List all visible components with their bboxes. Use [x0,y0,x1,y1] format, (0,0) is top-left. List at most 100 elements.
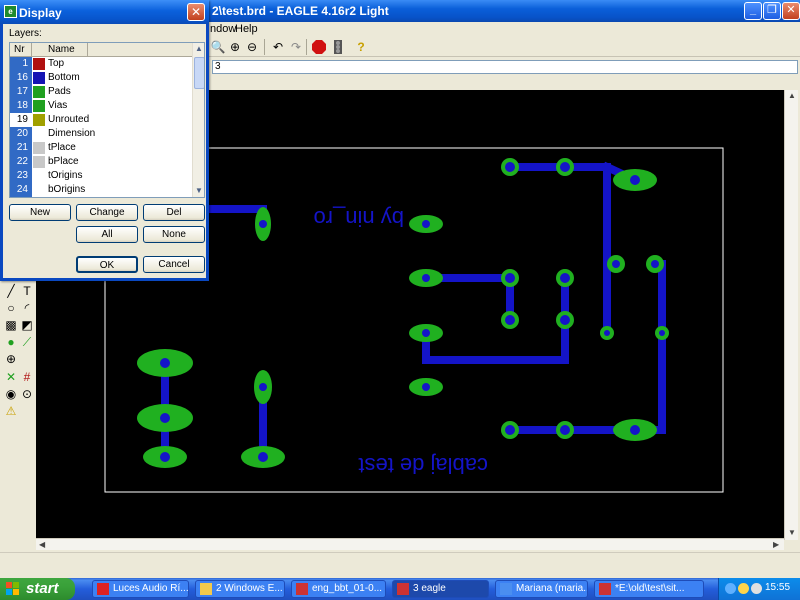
menu-window[interactable]: ndow [210,23,237,35]
taskbar-item[interactable]: Luces Audio Rí... [92,580,189,598]
scroll-down-icon[interactable]: ▼ [788,528,796,537]
layer-color-swatch [33,114,45,126]
board-text-bottom: cablaj de test [358,453,488,478]
layer-row[interactable]: 22 bPlace [10,155,192,169]
layer-number: 20 [10,127,32,141]
scroll-thumb[interactable] [194,57,204,89]
polygon-icon[interactable]: ◩ [21,318,33,332]
taskbar-item[interactable]: Mariana (maria... [495,580,588,598]
command-input[interactable]: 3 [212,60,798,74]
layer-number: 22 [10,155,32,169]
menu-help[interactable]: Help [235,23,258,35]
change-button[interactable]: Change [76,204,138,221]
network-icon[interactable] [725,583,736,594]
scroll-left-icon[interactable]: ◀ [39,540,46,549]
column-nr[interactable]: Nr [10,43,32,57]
layer-name: Pads [48,86,71,97]
signal-icon[interactable]: ⟋ [22,334,32,349]
layer-name: bPlace [48,156,79,167]
menubar: ndow Help [0,22,800,37]
maximize-icon[interactable]: ❐ [763,2,781,20]
erc-icon[interactable]: ◉ [5,387,17,401]
taskbar-item[interactable]: eng_bbt_01-0... [291,580,386,598]
hole-icon[interactable]: ⊕ [5,352,17,366]
taskbar-item-label: 3 eagle [413,583,446,594]
dialog-titlebar[interactable]: e Display ✕ [0,0,209,24]
volume-icon[interactable] [751,583,762,594]
new-button[interactable]: New [9,204,71,221]
layer-number: 16 [10,71,32,85]
none-button[interactable]: None [143,226,205,243]
circle-icon[interactable]: ○ [7,301,15,315]
column-name[interactable]: Name [44,43,88,57]
layer-number: 1 [10,57,32,71]
auto-icon[interactable]: # [23,370,31,384]
layer-color-swatch [33,142,45,154]
layer-row[interactable]: 17 Pads [10,85,192,99]
taskbar-item[interactable]: *E:\old\test\sit... [594,580,704,598]
redo-icon[interactable]: ↷ [290,40,302,54]
drc-icon[interactable]: ⊙ [21,387,33,401]
vertical-scrollbar[interactable]: ▲ ▼ [784,90,798,540]
status-line [0,552,800,576]
text-icon[interactable]: T [23,284,31,298]
via-icon[interactable]: ● [7,335,15,349]
taskbar: start Luces Audio Rí... 2 Windows E... eng… [0,578,800,600]
zoom-fit-icon[interactable]: 🔍 [210,40,226,54]
layer-list-scrollbar[interactable]: ▲ ▼ [192,43,204,197]
close-icon[interactable]: ✕ [187,3,205,21]
del-button[interactable]: Del [143,204,205,221]
close-icon[interactable]: ✕ [782,2,800,20]
minimize-icon[interactable]: _ [744,2,762,20]
toolbar-separator [306,39,307,55]
wire-icon[interactable]: ╱ [7,284,15,298]
scroll-down-icon[interactable]: ▼ [195,186,203,195]
rect-icon[interactable]: ▩ [5,318,17,332]
left-toolbar: ╱ T ○ ◜ ▩ ◩ ● ⟋ ⊕ ✕ # ◉ ⊙ ⚠ [0,282,36,422]
cancel-button[interactable]: Cancel [143,256,205,273]
app-icon [97,583,109,595]
all-button[interactable]: All [76,226,138,243]
zoom-in-icon[interactable]: ⊕ [229,40,241,54]
toolbar-separator [264,39,265,55]
scroll-right-icon[interactable]: ▶ [773,540,780,549]
copper-traces [161,161,666,461]
go-icon[interactable] [330,39,346,55]
clock: 15:55 [765,582,791,593]
undo-icon[interactable]: ↶ [272,40,284,54]
messenger-icon[interactable] [738,583,749,594]
ratsnest-icon[interactable]: ✕ [5,370,17,384]
taskbar-item-label: eng_bbt_01-0... [312,583,383,594]
stop-icon[interactable] [311,39,327,55]
errors-icon[interactable]: ⚠ [5,404,17,418]
taskbar-item-label: Mariana (maria... [516,583,588,594]
start-button[interactable]: start [0,578,75,600]
layers-caption: Layers: [9,28,42,39]
app-icon [500,583,512,595]
layer-number: 17 [10,85,32,99]
horizontal-scrollbar[interactable]: ◀ ▶ [36,538,784,550]
layer-name: bOrigins [48,184,86,195]
layer-number: 23 [10,169,32,183]
help-icon[interactable]: ? [357,40,365,54]
zoom-out-icon[interactable]: ⊖ [246,40,258,54]
layer-list-header: Nr Name [10,43,192,57]
layer-number: 18 [10,99,32,113]
ok-button[interactable]: OK [76,256,138,273]
arc-icon[interactable]: ◜ [24,301,30,315]
taskbar-item[interactable]: 3 eagle [392,580,489,598]
layer-color-swatch [33,128,45,140]
scroll-up-icon[interactable]: ▲ [788,91,796,100]
layer-color-swatch [33,184,45,196]
scroll-up-icon[interactable]: ▲ [195,44,203,53]
taskbar-item[interactable]: 2 Windows E... [195,580,285,598]
